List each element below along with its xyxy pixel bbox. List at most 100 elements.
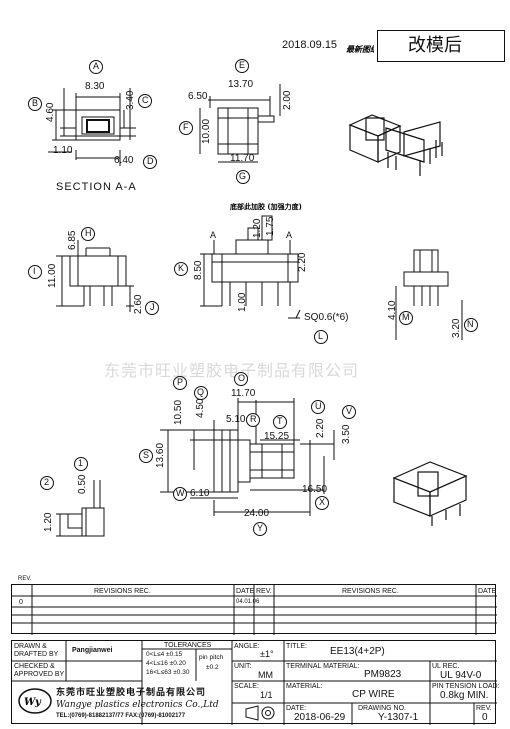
- drawing-no-label: DRAWING NO.: [358, 705, 406, 712]
- terminal-material-value: PM9823: [364, 669, 402, 680]
- balloon-u: U: [315, 401, 322, 411]
- svg-text:最新图纸: 最新图纸: [346, 45, 374, 53]
- watermark: 东莞市旺业塑胶电子制品有限公司: [104, 361, 360, 380]
- title-value: EE13(4+2P): [330, 646, 385, 657]
- dim-e2: 6.50: [188, 91, 208, 102]
- dim-r: 5.10: [226, 414, 246, 425]
- dim-f: 10.00: [201, 118, 212, 144]
- balloon-b: B: [32, 98, 39, 108]
- balloon-d: D: [147, 156, 154, 166]
- projection-symbol: [244, 705, 278, 721]
- dim-l: SQ0.6(*6): [304, 312, 349, 323]
- dim-x: 16.50: [302, 484, 328, 495]
- dim-a: 8.30: [85, 81, 105, 92]
- balloon-x: X: [319, 497, 326, 507]
- balloon-a: A: [93, 61, 100, 71]
- dim-k4: 2.20: [297, 252, 308, 272]
- balloon-c: C: [142, 95, 149, 105]
- scale-label: SCALE:: [234, 683, 259, 690]
- revision-title: 改模后: [408, 35, 462, 56]
- dim-one: 0.50: [77, 474, 88, 494]
- dim-k5: 1.00: [237, 292, 248, 312]
- balloon-k: K: [178, 263, 185, 273]
- dim-two: 1.20: [43, 512, 54, 532]
- dim-v: 3.50: [341, 424, 352, 444]
- dim-p: 10.50: [173, 399, 184, 425]
- rev-row-rev: 0: [19, 599, 23, 606]
- dim-y: 24.00: [244, 508, 270, 519]
- angle-label: ANGLE:: [234, 643, 260, 650]
- balloon-g: G: [239, 171, 247, 181]
- balloon-l: L: [318, 331, 324, 341]
- balloon-v: V: [346, 406, 353, 416]
- unit-value: MM: [258, 670, 273, 680]
- rev-header-revisions-right: REVISIONS REC.: [342, 588, 399, 595]
- section-arrow-right: A: [286, 230, 293, 240]
- ul-label: UL REC.: [432, 663, 460, 670]
- dim-d: 6.40: [114, 155, 134, 166]
- dim-k: 8.50: [193, 260, 204, 280]
- revision-stamp: 最新图纸: [346, 40, 380, 54]
- pin-pitch-label: pin pitch: [199, 654, 224, 661]
- material-label: MATERIAL:: [286, 683, 323, 690]
- revision-box: 改模后: [377, 30, 505, 62]
- date-value: 2018-06-29: [294, 712, 346, 723]
- tolerance-row-3: 16<L≤63 ±0.30: [146, 669, 190, 676]
- company-name-cn: 东莞市旺业塑胶电子制品有限公司: [56, 688, 207, 698]
- dim-u: 2.20: [315, 418, 326, 438]
- balloon-j: J: [150, 302, 155, 312]
- drafter-name: Pangjianwei: [72, 647, 113, 654]
- section-arrow-left: A: [210, 230, 217, 240]
- balloon-i: I: [33, 266, 36, 276]
- company-logo: Wy: [18, 687, 52, 715]
- ul-value: UL 94V-0: [440, 670, 482, 681]
- title-block-grid: [12, 641, 497, 725]
- balloon-w: W: [176, 488, 185, 498]
- pin-tension-label: PIN TENSION LOAD:: [432, 683, 500, 690]
- tolerance-row-2: 4<L≤16 ±0.20: [146, 660, 186, 667]
- company-name-en: Wangye plastics electronics Co.,Ltd: [56, 700, 219, 710]
- dim-k3: 1.75: [265, 216, 276, 236]
- rev-value: 0: [482, 712, 488, 723]
- svg-text:Wy: Wy: [24, 697, 42, 708]
- dim-b: 4.60: [45, 102, 56, 122]
- title-label: TITLE:: [286, 643, 308, 650]
- revision-date: 2018.09.15: [282, 39, 338, 51]
- scale-value: 1/1: [260, 690, 273, 700]
- dim-w: 6.10: [190, 488, 210, 499]
- section-label: SECTION A-A: [56, 181, 137, 193]
- svg-text:底部此加胶 (加强力度): 底部此加胶 (加强力度): [230, 202, 302, 211]
- dim-j: 2.60: [133, 294, 144, 314]
- balloon-o: O: [238, 373, 246, 383]
- drawing-no-value: Y-1307-1: [378, 712, 419, 723]
- technical-drawing: [28, 59, 478, 537]
- pin-pitch-value: ±0.2: [206, 664, 219, 671]
- note-reinforce: 底部此加胶 (加强力度): [230, 198, 360, 211]
- terminal-material-label: TERMINAL MATERIAL:: [286, 663, 360, 670]
- dim-d2: 1.10: [53, 145, 73, 156]
- dim-q: 4.50: [195, 398, 206, 418]
- rev-table-caption: REV.: [18, 576, 32, 582]
- balloon-y: Y: [257, 523, 264, 533]
- dim-e: 13.70: [228, 79, 254, 90]
- tolerances-label: TOLERANCES: [164, 642, 212, 649]
- balloon-t: T: [277, 416, 283, 426]
- balloon-m: M: [402, 312, 410, 322]
- balloon-n: N: [467, 319, 474, 329]
- balloon-e: E: [239, 60, 246, 70]
- dim-g: 11.70: [230, 153, 255, 164]
- title-block: DRAWN & DRAFTED BY Pangjianwei CHECKED &…: [11, 640, 500, 725]
- dim-c: 3.40: [125, 90, 136, 110]
- dim-t: 15.25: [264, 431, 290, 442]
- dim-i: 11.00: [47, 263, 58, 288]
- tolerance-row-1: 0<L≤4 ±0.15: [146, 651, 183, 658]
- rev-header-rev-right: REV.: [256, 588, 272, 595]
- balloon-q: Q: [197, 387, 205, 397]
- dim-h: 6.85: [67, 230, 78, 250]
- company-contact: TEL:(0769)-81882137/77 FAX:(0769)-810021…: [56, 713, 186, 719]
- rev-table-grid: [12, 585, 497, 635]
- drawn-by-label: DRAWN & DRAFTED BY: [14, 643, 59, 658]
- revision-table: REVISIONS REC. DATE REV. REVISIONS REC. …: [11, 584, 497, 635]
- rev-row-date: 04.01.06: [236, 599, 260, 605]
